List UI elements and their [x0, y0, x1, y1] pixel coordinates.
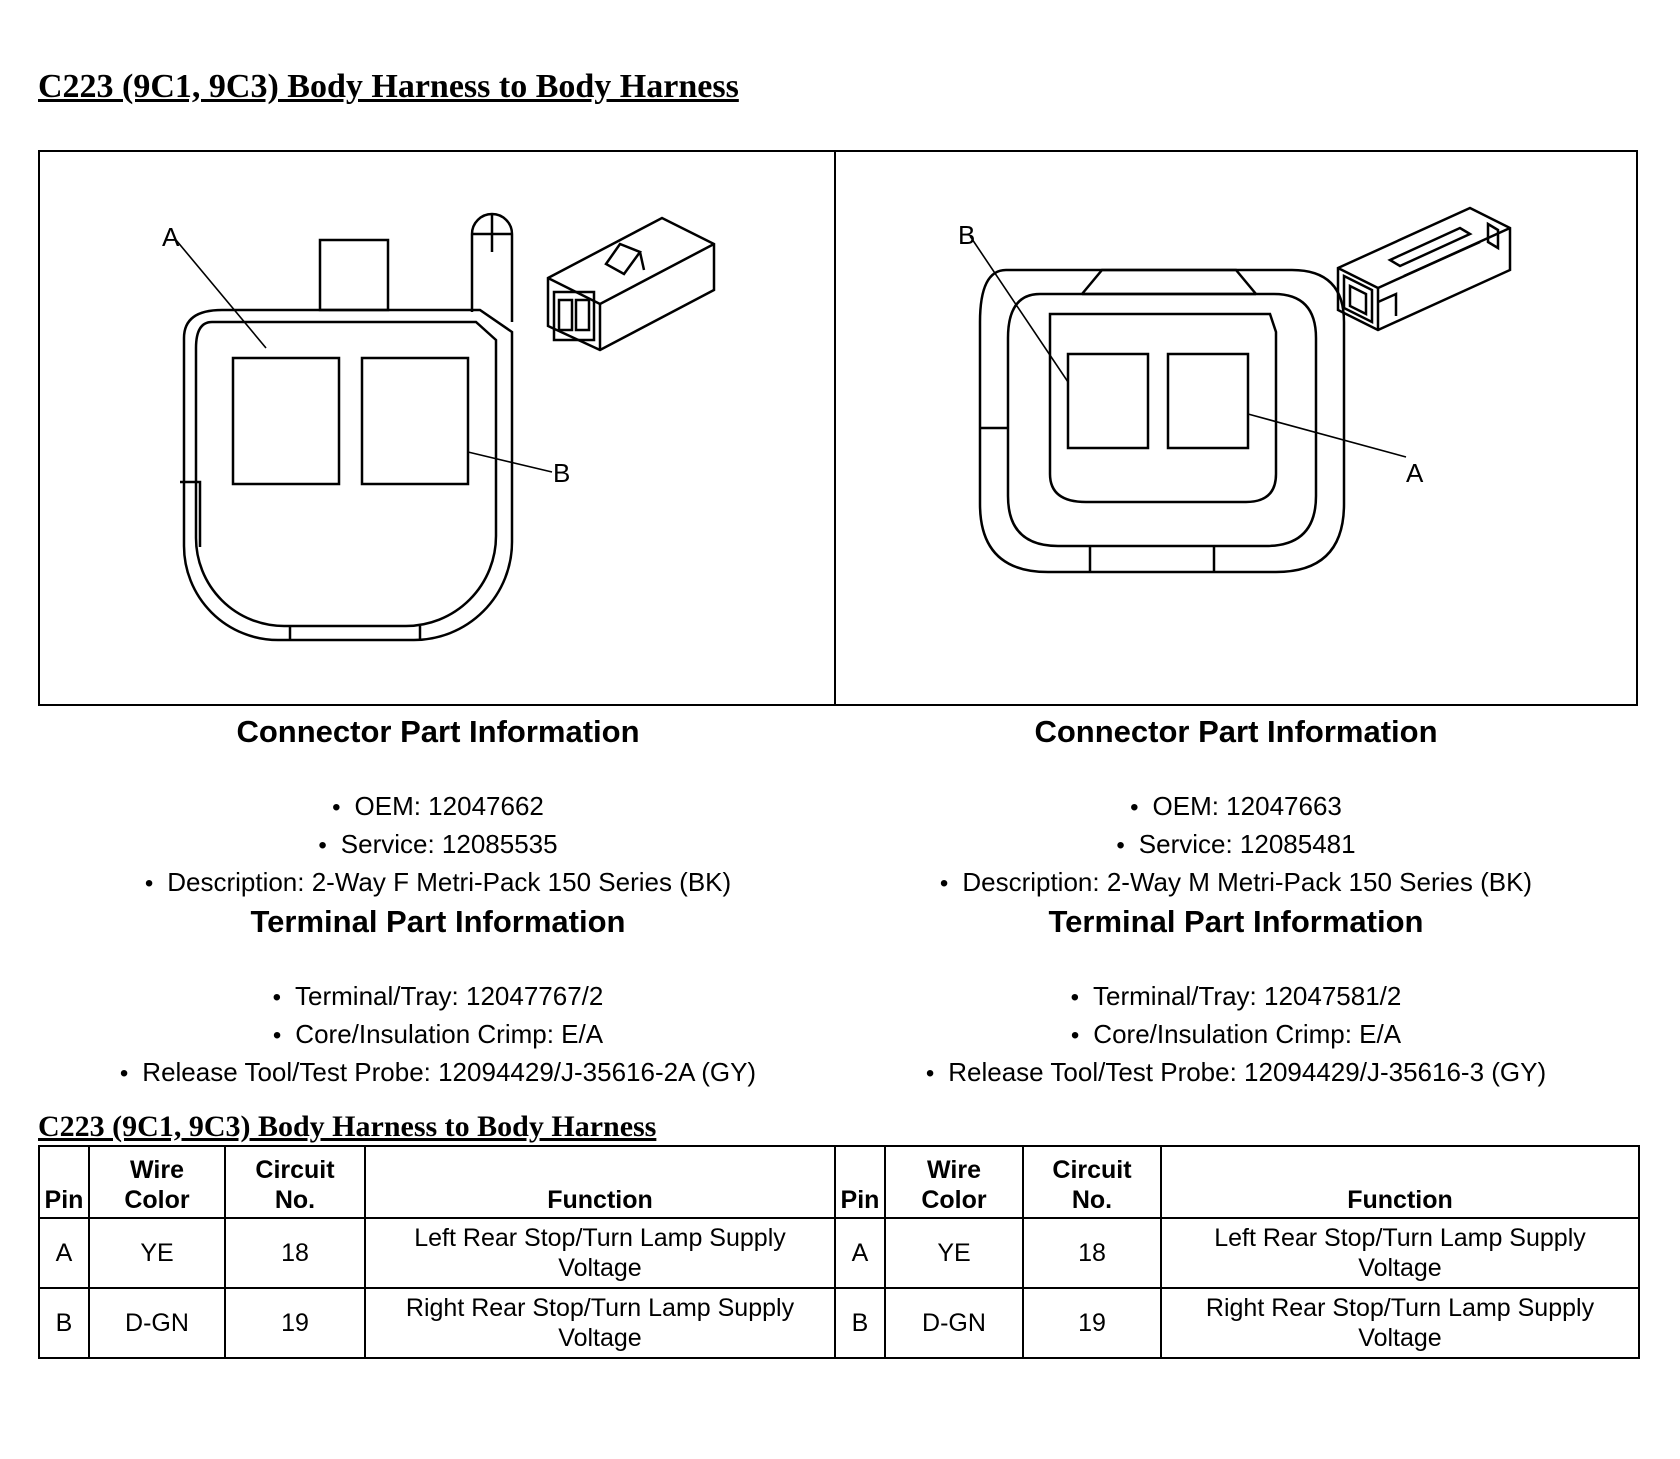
cell-pin: B: [38, 1287, 90, 1359]
left-description: Description: 2-Way F Metri-Pack 150 Seri…: [38, 864, 838, 902]
left-release-tool: Release Tool/Test Probe: 12094429/J-3561…: [38, 1054, 838, 1092]
page-title: C223 (9C1, 9C3) Body Harness to Body Har…: [38, 68, 739, 105]
cell-wire-color: D-GN: [884, 1287, 1024, 1359]
right-part-info: Connector Part Information OEM: 12047663…: [836, 712, 1636, 1092]
right-connector-list: OEM: 12047663 Service: 12085481 Descript…: [836, 788, 1636, 902]
left-connector-list: OEM: 12047662 Service: 12085535 Descript…: [38, 788, 838, 902]
right-terminal-list: Terminal/Tray: 12047581/2 Core/Insulatio…: [836, 978, 1636, 1092]
right-crimp: Core/Insulation Crimp: E/A: [836, 1016, 1636, 1054]
left-crimp: Core/Insulation Crimp: E/A: [38, 1016, 838, 1054]
right-terminal-heading: Terminal Part Information: [1048, 904, 1424, 939]
cell-wire-color: YE: [88, 1217, 226, 1289]
right-description: Description: 2-Way M Metri-Pack 150 Seri…: [836, 864, 1636, 902]
left-terminal-heading: Terminal Part Information: [250, 904, 626, 939]
table-title: C223 (9C1, 9C3) Body Harness to Body Har…: [38, 1110, 657, 1143]
table-row: B D-GN 19 Right Rear Stop/Turn Lamp Supp…: [38, 1287, 1640, 1359]
header-pin: Pin: [834, 1145, 886, 1219]
cell-pin: A: [834, 1217, 886, 1289]
cell-circuit: 18: [1022, 1217, 1162, 1289]
callout-right-b: B: [958, 220, 975, 250]
left-connector-heading: Connector Part Information: [236, 714, 640, 749]
cavity-b: [360, 356, 470, 486]
cell-circuit: 18: [224, 1217, 366, 1289]
male-connector-iso: [1336, 206, 1512, 332]
cell-circuit: 19: [224, 1287, 366, 1359]
left-terminal-list: Terminal/Tray: 12047767/2 Core/Insulatio…: [38, 978, 838, 1092]
cavity-a: [231, 356, 341, 486]
left-terminal-tray: Terminal/Tray: 12047767/2: [38, 978, 838, 1016]
header-function: Function: [1160, 1145, 1640, 1219]
pin-b: [1066, 352, 1150, 450]
pin-a: [1166, 352, 1250, 450]
female-connector-iso: [546, 216, 716, 352]
diagram-divider: [834, 152, 836, 704]
right-oem: OEM: 12047663: [836, 788, 1636, 826]
right-terminal-tray: Terminal/Tray: 12047581/2: [836, 978, 1636, 1016]
header-function: Function: [364, 1145, 836, 1219]
cell-wire-color: YE: [884, 1217, 1024, 1289]
left-part-info: Connector Part Information OEM: 12047662…: [38, 712, 838, 1092]
left-oem: OEM: 12047662: [38, 788, 838, 826]
male-connector-face: [969, 235, 1407, 574]
callout-right-a: A: [1406, 458, 1424, 488]
cell-wire-color: D-GN: [88, 1287, 226, 1359]
left-service: Service: 12085535: [38, 826, 838, 864]
callout-left-a: A: [162, 222, 180, 252]
callout-left-b: B: [553, 458, 570, 488]
right-release-tool: Release Tool/Test Probe: 12094429/J-3561…: [836, 1054, 1636, 1092]
cell-circuit: 19: [1022, 1287, 1162, 1359]
female-connector-face: [175, 212, 553, 642]
connector-drawings: A B B A: [162, 206, 1512, 642]
right-connector-heading: Connector Part Information: [1034, 714, 1438, 749]
right-service: Service: 12085481: [836, 826, 1636, 864]
cell-pin: A: [38, 1217, 90, 1289]
cell-pin: B: [834, 1287, 886, 1359]
header-pin: Pin: [38, 1145, 90, 1219]
connector-diagram-frame: A B B A: [38, 150, 1638, 706]
